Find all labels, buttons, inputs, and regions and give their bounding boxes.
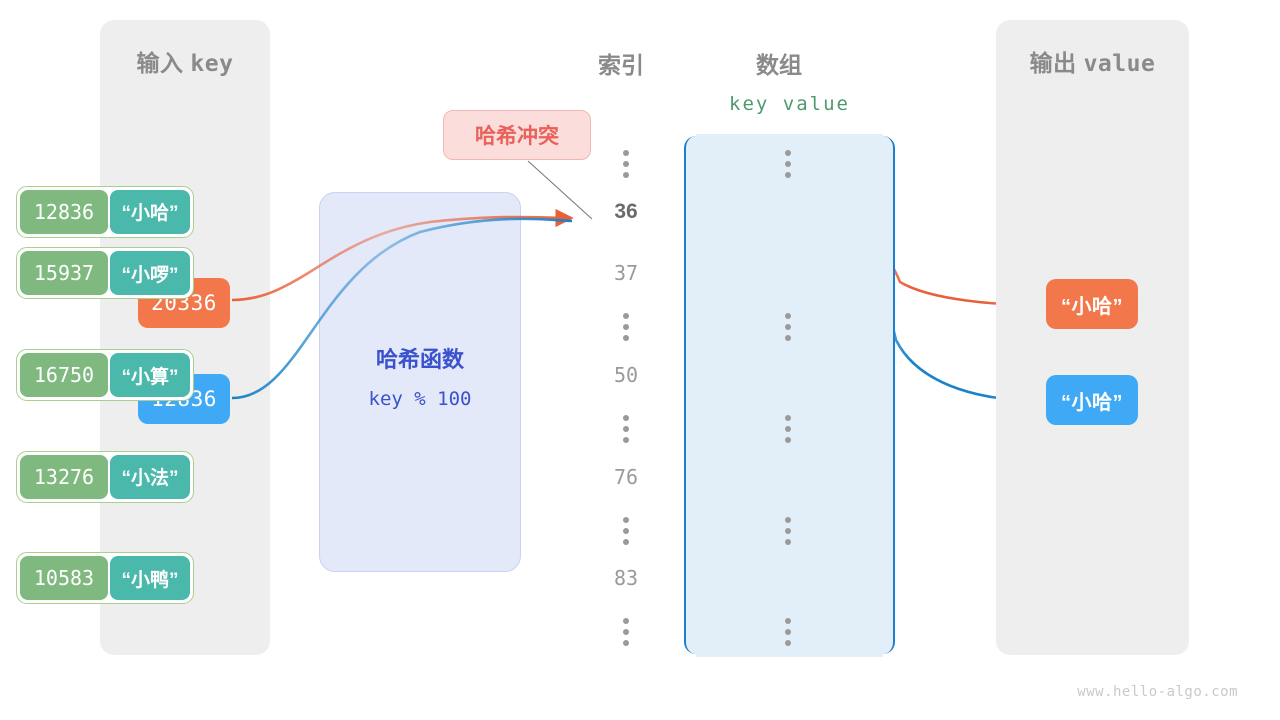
key-value-column-heading: key value <box>729 93 850 115</box>
bucket-entry-key: 12836 <box>20 189 108 234</box>
input-panel-title-mono: key <box>190 51 234 77</box>
array-index-label-83: 83 <box>613 566 639 591</box>
bucket-entry[interactable]: 15937“小啰” <box>16 247 194 300</box>
output-panel-title-mono: value <box>1083 51 1156 77</box>
array-ellipsis <box>785 618 791 647</box>
bucket-entry-value: “小哈” <box>110 189 190 234</box>
hash-function-box: 哈希函数 key % 100 <box>319 192 521 572</box>
bucket-entry-key: 10583 <box>20 556 108 601</box>
bucket-entry[interactable]: 12836“小哈” <box>16 185 194 238</box>
index-ellipsis <box>623 618 629 647</box>
output-panel: 输出 value <box>996 20 1189 655</box>
bucket-entry-key: 16750 <box>20 353 108 398</box>
index-ellipsis <box>623 149 629 178</box>
output-value-orange[interactable]: “小哈” <box>1046 279 1138 329</box>
bucket-entry-key: 15937 <box>20 251 108 296</box>
bucket-entry[interactable]: 16750“小算” <box>16 349 194 402</box>
hash-table-array <box>684 133 895 657</box>
bucket-entry[interactable]: 13276“小法” <box>16 450 194 503</box>
bucket-entry-value: “小鸭” <box>110 556 190 601</box>
array-index-label-36: 36 <box>614 199 638 223</box>
array-ellipsis <box>785 414 791 443</box>
bucket-entry-value: “小算” <box>110 353 190 398</box>
array-index-label-50: 50 <box>613 363 639 388</box>
output-value-blue[interactable]: “小哈” <box>1046 375 1138 425</box>
output-panel-title: 输出 value <box>996 44 1189 78</box>
curve-key-20336-to-index <box>231 208 574 302</box>
collision-leader-line <box>527 160 593 220</box>
input-panel-title-cjk: 输入 <box>136 50 184 76</box>
output-panel-title-cjk: 输出 <box>1029 50 1077 76</box>
array-index-label-76: 76 <box>613 464 639 489</box>
bucket-entry[interactable]: 10583“小鸭” <box>16 552 194 605</box>
array-ellipsis <box>785 149 791 178</box>
array-column-heading: 数组 <box>756 52 802 78</box>
bucket-entry-value: “小法” <box>110 454 190 499</box>
index-column-heading: 索引 <box>598 52 644 78</box>
curve-key-12836-to-index <box>231 217 573 400</box>
bucket-entry-value: “小啰” <box>110 251 190 296</box>
input-panel: 输入 key <box>100 20 270 655</box>
index-ellipsis <box>623 414 629 443</box>
index-ellipsis <box>623 516 629 545</box>
hash-function-expression: key % 100 <box>368 388 472 410</box>
watermark: www.hello-algo.com <box>1077 684 1238 700</box>
array-ellipsis <box>785 313 791 342</box>
bucket-entry-key: 13276 <box>20 454 108 499</box>
hash-collision-callout: 哈希冲突 <box>443 110 591 160</box>
array-ellipsis <box>785 516 791 545</box>
array-index-label-37: 37 <box>613 261 639 286</box>
index-ellipsis <box>623 313 629 342</box>
hash-function-title: 哈希函数 <box>375 347 464 372</box>
input-panel-title: 输入 key <box>100 44 270 78</box>
